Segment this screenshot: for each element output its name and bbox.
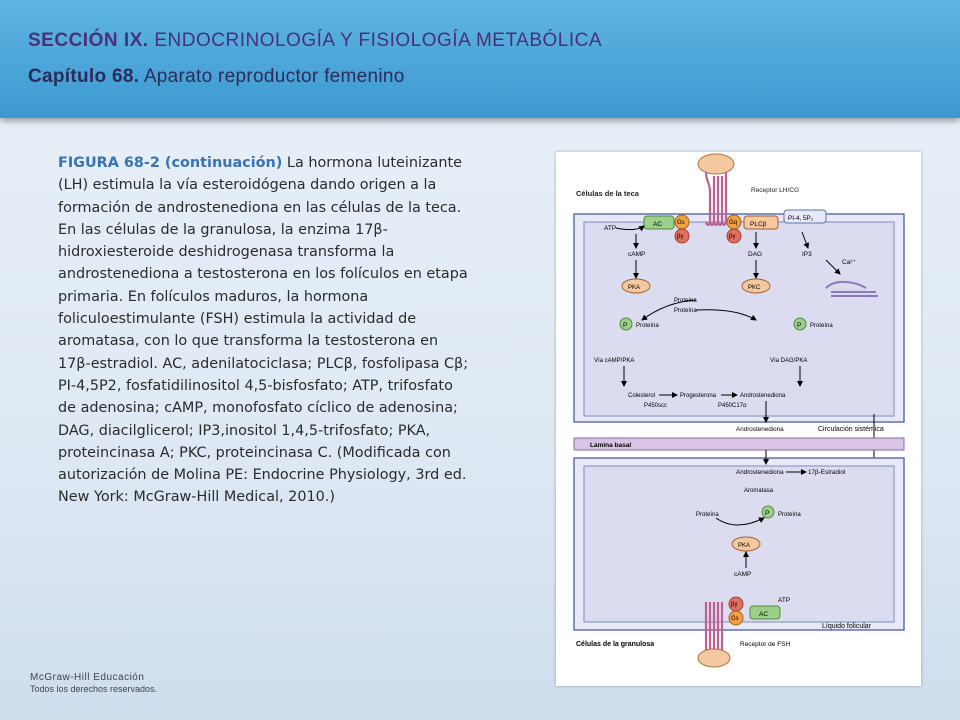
chapter-label: Capítulo 68. <box>28 66 140 87</box>
svg-text:Proteína: Proteína <box>674 308 697 314</box>
svg-text:PI-4, 5P₂: PI-4, 5P₂ <box>788 215 814 222</box>
svg-text:P: P <box>797 322 801 329</box>
svg-text:Ca²⁺: Ca²⁺ <box>842 259 856 266</box>
basal-lamina <box>573 437 905 451</box>
svg-text:PKC: PKC <box>748 285 761 291</box>
receptor-lhcg-label: Receptor LH/CG <box>751 187 799 194</box>
figure-label: FIGURA 68-2 (continuación) <box>58 155 283 171</box>
theca-cells-label: Células de la teca <box>576 189 640 198</box>
svg-text:βγ: βγ <box>677 234 683 240</box>
svg-text:βγ: βγ <box>731 602 737 608</box>
svg-text:Colesterol: Colesterol <box>628 393 655 399</box>
svg-text:Gs: Gs <box>731 616 739 622</box>
svg-text:P: P <box>623 322 627 329</box>
by-icon-2 <box>726 228 742 244</box>
phospho-icon-3 <box>761 505 775 519</box>
svg-text:AC: AC <box>759 611 768 618</box>
er-icon <box>825 281 878 297</box>
svg-text:Aromatasa: Aromatasa <box>744 488 774 494</box>
slide-header: SECCIÓN IX. ENDOCRINOLOGÍA Y FISIOLOGÍA … <box>0 0 960 118</box>
figure-caption: FIGURA 68-2 (continuación) La hormona lu… <box>58 152 473 509</box>
svg-text:βγ: βγ <box>729 234 735 240</box>
section-heading: SECCIÓN IX. ENDOCRINOLOGÍA Y FISIOLOGÍA … <box>28 30 602 52</box>
svg-text:Proteína: Proteína <box>696 512 719 518</box>
svg-text:P450C17α: P450C17α <box>718 403 747 409</box>
lhcg-receptor <box>704 171 728 222</box>
svg-text:Vía cAMP/PKA: Vía cAMP/PKA <box>594 358 634 364</box>
pka-icon <box>621 278 651 294</box>
fsh-ligand <box>697 648 731 668</box>
svg-text:Proteína: Proteína <box>810 323 833 329</box>
svg-text:PKA: PKA <box>738 543 750 549</box>
svg-text:Proteína: Proteína <box>636 323 659 329</box>
svg-text:PKA: PKA <box>628 285 640 291</box>
figure-panel: Células de la teca Receptor LH/CG AC Gs … <box>556 152 921 686</box>
ac-box <box>643 215 675 230</box>
svg-text:Proteína: Proteína <box>778 512 801 518</box>
gs-icon-2 <box>728 610 744 626</box>
svg-text:ATP: ATP <box>604 225 616 232</box>
svg-text:Líquido folicular: Líquido folicular <box>822 623 872 630</box>
svg-text:cAMP: cAMP <box>734 571 751 578</box>
svg-text:17β-Estradiol: 17β-Estradiol <box>808 469 845 476</box>
lh-ligand <box>697 153 735 175</box>
caption-text: La hormona luteinizante (LH) estimula la… <box>58 155 469 506</box>
svg-text:Gq: Gq <box>729 220 737 226</box>
section-label: SECCIÓN IX. <box>28 30 149 51</box>
plcb-box <box>743 215 779 230</box>
theca-cell-inner <box>583 221 895 417</box>
svg-text:Androstenediona: Androstenediona <box>736 469 784 476</box>
svg-text:IP3: IP3 <box>802 251 812 258</box>
ac-label: AC <box>653 221 662 228</box>
by-icon <box>674 228 690 244</box>
chapter-title: Aparato reproductor femenino <box>143 66 405 87</box>
fsh-receptor <box>704 602 724 652</box>
svg-text:Vía DAG/PKA: Vía DAG/PKA <box>770 358 807 364</box>
svg-text:ATP: ATP <box>778 597 790 604</box>
steroidogenesis-diagram: Células de la teca Receptor LH/CG AC Gs … <box>573 153 905 668</box>
footer: McGraw-Hill Educación Todos los derechos… <box>30 672 157 694</box>
phospho-icon <box>619 317 633 331</box>
ac-box-2 <box>749 605 781 620</box>
svg-text:Gs: Gs <box>677 220 685 226</box>
svg-text:Células de la granulosa: Células de la granulosa <box>576 641 654 648</box>
svg-text:Androstenediona: Androstenediona <box>736 426 784 433</box>
pi45p2-box <box>783 209 827 224</box>
svg-text:DAG: DAG <box>748 251 762 258</box>
pkc-icon <box>741 278 771 294</box>
svg-text:Lámina basal: Lámina basal <box>590 442 631 449</box>
publisher-name: McGraw-Hill Educación <box>30 672 145 683</box>
phospho-icon-2 <box>793 317 807 331</box>
svg-text:Circulación sistémica: Circulación sistémica <box>818 426 884 433</box>
chapter-heading: Capítulo 68. Aparato reproductor femenin… <box>28 66 405 88</box>
svg-text:PLCβ: PLCβ <box>750 221 767 228</box>
svg-text:P450scc: P450scc <box>644 403 667 409</box>
svg-text:Androstenediona: Androstenediona <box>740 393 786 399</box>
section-title: ENDOCRINOLOGÍA Y FISIOLOGÍA METABÓLICA <box>154 30 603 51</box>
rights-text: Todos los derechos reservados. <box>30 684 158 694</box>
svg-text:P: P <box>765 510 769 517</box>
svg-text:cAMP: cAMP <box>628 251 645 258</box>
svg-text:Progesterona: Progesterona <box>680 393 717 399</box>
svg-text:Receptor de FSH: Receptor de FSH <box>740 641 791 648</box>
